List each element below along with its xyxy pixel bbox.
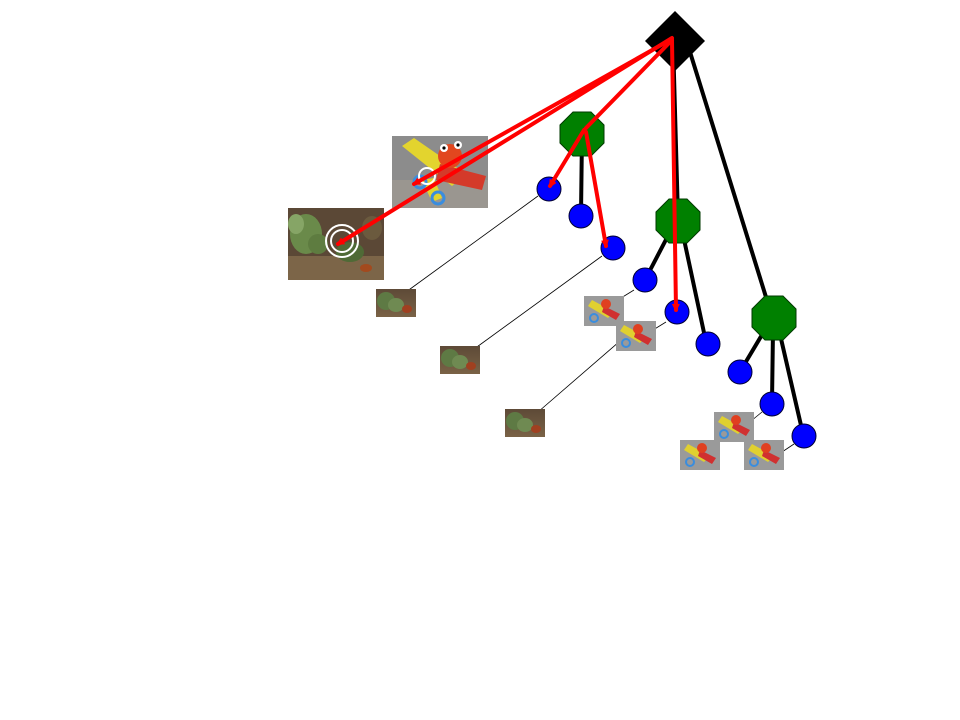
traversal-arrows — [336, 36, 680, 312]
toy-plane-thumbnail — [680, 440, 720, 470]
edge-root-n3 — [688, 50, 772, 312]
leaf-node-l7 — [727, 359, 753, 385]
toy-plane-thumbnail — [744, 440, 784, 470]
leaf-node-l1 — [536, 176, 562, 202]
toy-plane-thumbnail-group — [584, 296, 784, 470]
arrow-root-to-l5 — [670, 38, 680, 312]
leaf-node-l4 — [632, 267, 658, 293]
edge-n2-l5 — [680, 228, 708, 344]
edge-n3-l7 — [770, 328, 775, 404]
arrow-root-to-toy — [412, 38, 672, 186]
internal-node-n3 — [751, 295, 797, 341]
arrow-n1-to-l3 — [584, 130, 609, 248]
garden-thumbnail — [440, 346, 480, 374]
edge-n3-l8 — [777, 328, 805, 436]
connector-l1 — [405, 195, 539, 293]
internal-node-n2 — [655, 198, 701, 244]
garden-thumbnail-group — [376, 289, 545, 437]
leaf-node-l2 — [568, 203, 594, 229]
toy-plane-thumbnail — [714, 412, 754, 442]
internal-nodes — [559, 111, 797, 341]
garden-thumbnail — [505, 409, 545, 437]
root-node — [645, 11, 705, 71]
arrow-n1-to-l1 — [548, 128, 586, 188]
leaf-node-l6 — [695, 331, 721, 357]
arrow-root-to-n1 — [584, 38, 674, 130]
garden-thumbnail — [376, 289, 416, 317]
toy-plane-thumbnail — [616, 321, 656, 351]
leaf-node-l8 — [759, 391, 785, 417]
leaf-node-l9 — [791, 423, 817, 449]
toy-plane-photo-query — [392, 136, 488, 208]
leaf-nodes — [536, 176, 817, 449]
connector-l2 — [469, 255, 603, 353]
